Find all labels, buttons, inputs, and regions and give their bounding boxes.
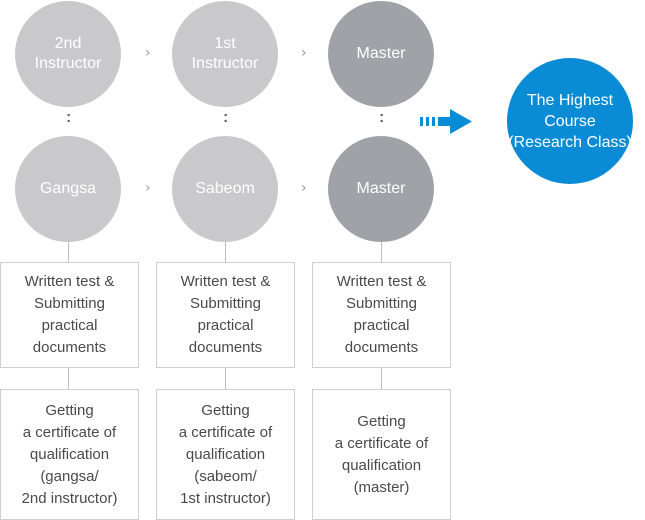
connector-line [381, 242, 382, 262]
equivalence-colon: : [379, 109, 385, 126]
test-box-master: Written test & Submitting practical docu… [312, 262, 451, 368]
cert-box-gangsa: Getting a certificate of qualification (… [0, 389, 139, 520]
dotted-arrow-right-icon [420, 109, 472, 134]
connector-line [68, 368, 69, 389]
chevron-right-icon: › [145, 180, 151, 196]
connector-line [225, 368, 226, 389]
circle-label: Master [356, 45, 406, 62]
connector-line [225, 242, 226, 262]
circle-label: Sabeom [195, 180, 255, 197]
chevron-right-icon: › [301, 45, 307, 61]
box-text: Written test & Submitting practical docu… [336, 273, 427, 356]
circle-master-bottom: Master [328, 136, 434, 242]
box-text: Written test & Submitting practical docu… [24, 273, 115, 356]
circle-sabeom: Sabeom [172, 136, 278, 242]
equivalence-colon: : [223, 109, 229, 126]
circle-master-top: Master [328, 1, 434, 107]
connector-line [381, 368, 382, 389]
circle-2nd-instructor: 2nd Instructor [15, 1, 121, 107]
circle-label: 1st Instructor [191, 35, 259, 72]
box-text: Getting a certificate of qualification (… [21, 401, 118, 507]
connector-line [68, 242, 69, 262]
circle-gangsa: Gangsa [15, 136, 121, 242]
box-text: Written test & Submitting practical docu… [180, 273, 271, 356]
final-label: The Highest Course (Research Class) [508, 91, 632, 151]
cert-box-sabeom: Getting a certificate of qualification (… [156, 389, 295, 520]
chevron-right-icon: › [145, 45, 151, 61]
test-box-gangsa: Written test & Submitting practical docu… [0, 262, 139, 368]
circle-label: Master [356, 180, 406, 197]
circle-1st-instructor: 1st Instructor [172, 1, 278, 107]
box-text: Getting a certificate of qualification (… [178, 401, 273, 507]
circle-highest-course: The Highest Course (Research Class) [507, 58, 633, 184]
equivalence-colon: : [66, 109, 72, 126]
circle-label: Gangsa [39, 180, 97, 197]
circle-label: 2nd Instructor [34, 35, 102, 72]
chevron-right-icon: › [301, 180, 307, 196]
cert-box-master: Getting a certificate of qualification (… [312, 389, 451, 520]
test-box-sabeom: Written test & Submitting practical docu… [156, 262, 295, 368]
box-text: Getting a certificate of qualification (… [334, 412, 429, 496]
